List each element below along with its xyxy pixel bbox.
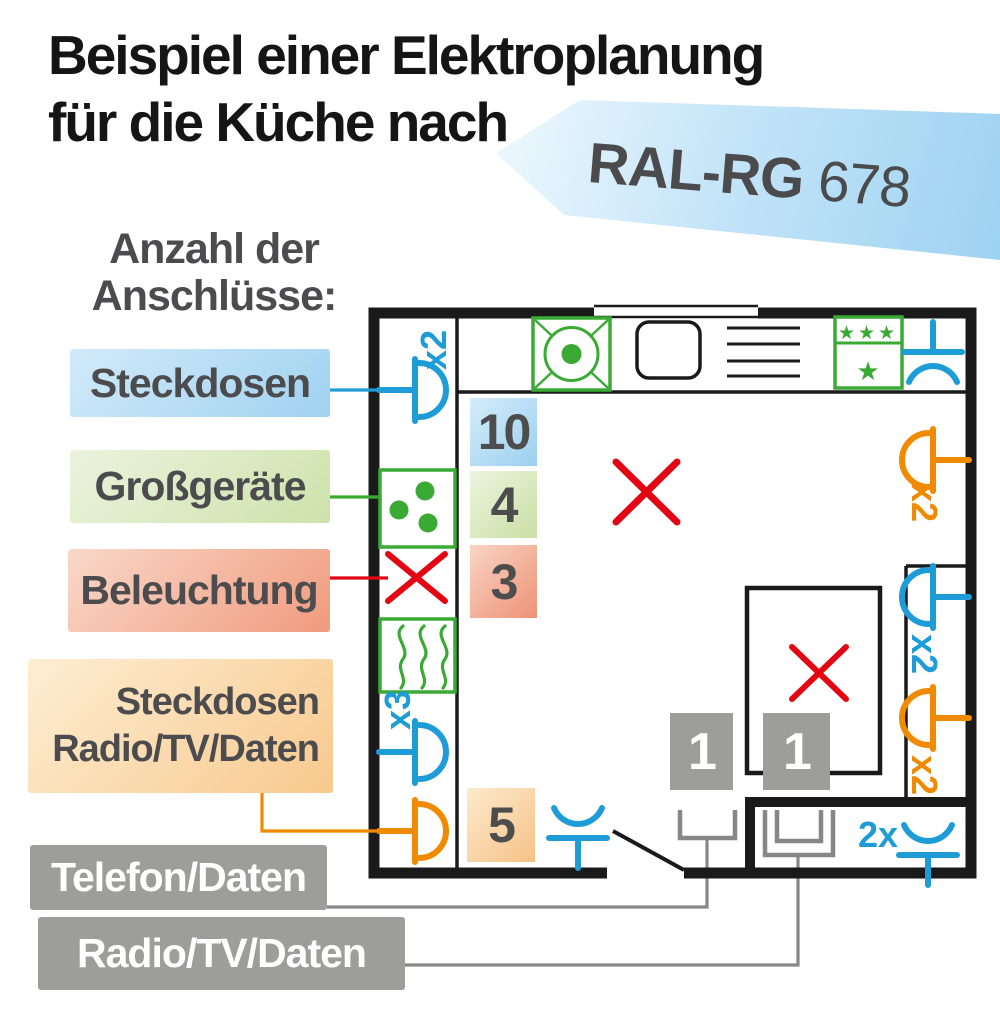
page-title: Beispiel einer Elektroplanung für die Kü… [48, 22, 808, 156]
legend-heading-line1: Anzahl der [109, 225, 320, 273]
table-light-x [789, 644, 849, 702]
radio-tv-daten-connector [405, 855, 800, 967]
socket-label-top-left: x2 [413, 330, 454, 370]
ral-rg-badge-text: RAL-RG 678 [586, 130, 913, 221]
legend-beleuchtung-label: Beleuchtung [80, 567, 318, 613]
socket-label-left-lower: x3 [377, 690, 418, 730]
steckdosen-rtd-connector [260, 793, 381, 833]
fridge-star-bottom: ★ [856, 356, 879, 386]
socket-label-right-top: x2 [904, 482, 945, 522]
count-steckdosen-rtd: 5 [467, 788, 535, 862]
socket-top-right [904, 322, 962, 382]
socket-right-middle [902, 566, 969, 628]
legend-heading-line2: Anschlüsse: [91, 272, 338, 321]
socket-label-right-lower: x2 [904, 755, 945, 795]
badge-name: RAL-RG [585, 130, 806, 212]
radio-tv-outlet-symbol [762, 810, 836, 858]
socket-label-bottom-right: 2x [858, 814, 898, 855]
legend-steckdosen-rtd-line2: Radio/TV/Daten [52, 728, 320, 770]
title-line1: Beispiel einer Elektroplanung [48, 24, 765, 86]
oven-steam-symbol [378, 617, 457, 694]
legend-beleuchtung: Beleuchtung [68, 549, 330, 632]
fridge-freezer-symbol: ★★★ ★ [833, 315, 904, 390]
badge-number: 678 [815, 149, 913, 221]
legend-radio-tv-daten-label: Radio/TV/Daten [77, 930, 367, 976]
socket-rtd-left [379, 800, 446, 862]
legend-radio-tv-daten: Radio/TV/Daten [38, 917, 405, 990]
telefon-outlet-symbol [677, 810, 738, 841]
count-telefon-daten: 1 [670, 713, 733, 790]
legend-steckdosen-rtd: Steckdosen Radio/TV/Daten [28, 659, 333, 793]
socket-label-right-middle: x2 [904, 634, 945, 674]
socket-rtd-right-lower [902, 687, 969, 749]
count-beleuchtung: 3 [470, 545, 537, 618]
legend-steckdosen: Steckdosen [70, 349, 330, 417]
lighting-x-left [385, 551, 448, 604]
legend-steckdosen-label: Steckdosen [89, 359, 311, 406]
legend-steckdosen-rtd-line1: Steckdosen [115, 680, 320, 723]
fridge-stars-top: ★★★ [838, 323, 898, 344]
legend-heading: Anzahl der Anschlüsse: [78, 225, 350, 321]
title-line2: für die Küche nach [48, 91, 509, 154]
telefon-daten-connector [327, 838, 709, 909]
hob-symbol [378, 468, 457, 549]
count-steckdosen: 10 [470, 398, 537, 466]
dishwasher-symbol [727, 326, 800, 378]
socket-bottom-door [549, 808, 607, 868]
sink-symbol [635, 320, 702, 380]
legend-telefon-daten-label: Telefon/Daten [50, 854, 307, 900]
legend-telefon-daten: Telefon/Daten [30, 845, 327, 910]
legend-grossgeraete-label: Großgeräte [94, 463, 307, 509]
walls [368, 301, 977, 880]
count-grossgeraete: 4 [470, 471, 537, 538]
legend-grossgeraete: Großgeräte [70, 450, 330, 523]
count-radio-tv-daten: 1 [763, 713, 830, 790]
ceiling-light-x [612, 458, 681, 526]
door-swing [612, 829, 685, 872]
extractor-hood-symbol [531, 316, 612, 392]
